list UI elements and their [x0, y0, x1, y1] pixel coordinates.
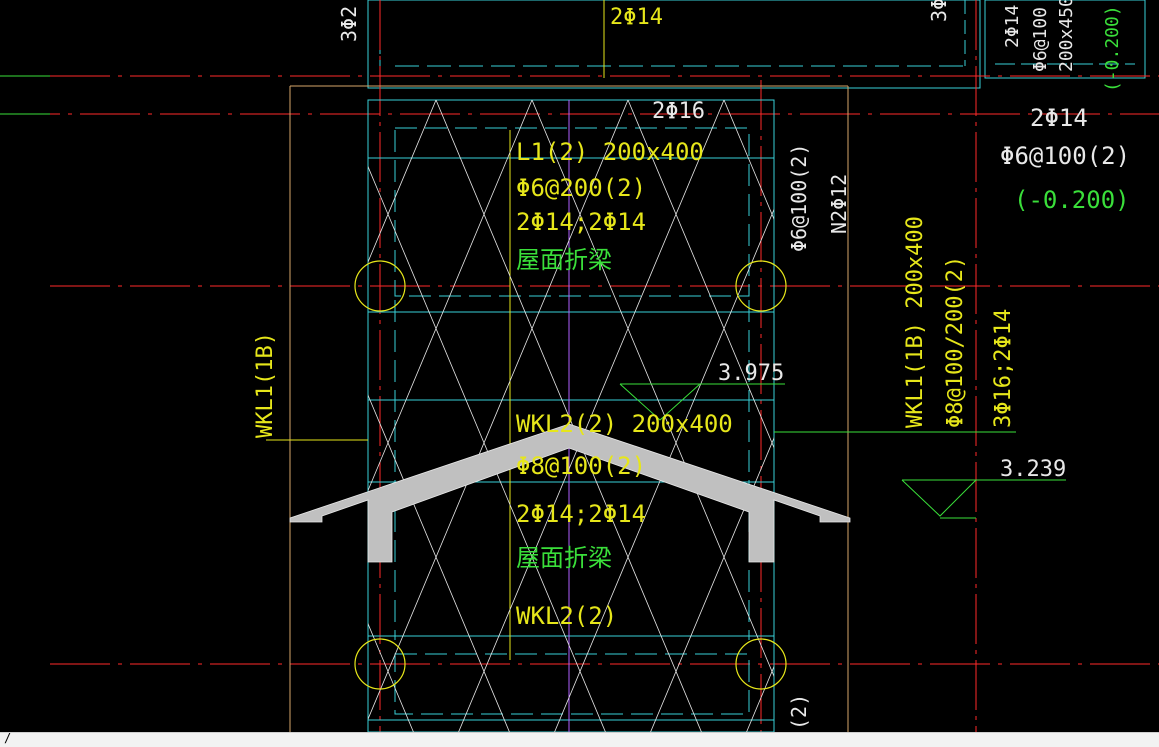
level-triangle-top	[619, 383, 702, 421]
column-circle-br	[735, 638, 787, 690]
label-level-right: 3.239	[1000, 457, 1066, 482]
label-top-right-vertical-3: Φ6@100	[1030, 7, 1051, 72]
lattice-line	[0, 100, 129, 740]
lattice-line	[368, 622, 414, 732]
top-beam-block	[367, 0, 1146, 89]
label-top-left-vertical: 3Φ2	[337, 6, 361, 42]
column-markers	[354, 260, 787, 690]
label-l1-type: 屋面折梁	[516, 246, 612, 274]
lattice-line	[650, 437, 774, 732]
lattice-line	[0, 100, 33, 740]
roof-fold-beam-shape	[289, 423, 851, 563]
diagonal-lattice	[0, 100, 1159, 740]
lattice-line	[1127, 100, 1159, 740]
label-l1-bars: 2Φ14;2Φ14	[516, 208, 646, 236]
label-wkl1-left: WKL1(1B)	[253, 332, 278, 438]
label-wkl2-bars: 2Φ14;2Φ14	[516, 500, 646, 528]
annotations: 3Φ2 2Φ14 3Φ 2Φ14 Φ6@100 200x450 (-0.200)…	[253, 0, 1130, 730]
roof-section	[289, 423, 851, 563]
label-top-right-vertical-2: 2Φ14	[1002, 5, 1023, 48]
label-top-right-green-vertical: (-0.200)	[1102, 5, 1123, 92]
top-beam-outline	[367, 0, 981, 89]
lattice-line	[723, 100, 774, 221]
lattice-line	[368, 100, 437, 263]
label-wkl2-stirrup: Φ8@100(2)	[516, 452, 646, 480]
label-l1-name: L1(2) 200x400	[516, 138, 704, 166]
lattice-line	[627, 100, 774, 449]
label-right-vertical-n: N2Φ12	[827, 174, 851, 234]
level-marker-top	[619, 383, 785, 421]
lattice-line	[435, 100, 702, 732]
label-wkl2-name: WKL2(2) 200x400	[516, 410, 733, 438]
column-circle-tr	[735, 260, 787, 312]
label-beam-top-bar: 2Φ16	[652, 99, 705, 124]
lattice-line	[368, 100, 533, 492]
lattice-line	[0, 100, 225, 740]
lattice-line	[52, 100, 321, 740]
top-right-beam-outline	[984, 0, 1146, 79]
label-top-right-vertical-1: 3Φ	[927, 0, 951, 22]
lattice-line	[71, 100, 340, 740]
column-circle-tl	[354, 260, 406, 312]
beam-dash-lower	[394, 653, 750, 715]
label-wkl1-right-bars: 3Φ16;2Φ14	[991, 309, 1016, 428]
label-right-top-bars: 2Φ14	[1030, 104, 1088, 132]
lattice-line	[531, 100, 774, 678]
label-bottom-right-vertical: (2)	[787, 694, 811, 730]
label-wkl1-right-stirrup: Φ8@100/200(2)	[943, 256, 968, 428]
label-right-top-stirrup: Φ6@100(2)	[1000, 142, 1130, 170]
lattice-line	[368, 100, 629, 721]
label-level-top: 3.975	[718, 361, 784, 386]
lattice-line	[554, 208, 774, 732]
lattice-line	[368, 165, 606, 732]
lattice-line	[458, 100, 725, 732]
label-right-vertical-stirrup: Φ6@100(2)	[787, 144, 811, 252]
command-prompt: /	[4, 731, 12, 745]
command-line-bar[interactable]: /	[0, 731, 1159, 747]
column-circle-bl	[354, 638, 406, 690]
label-top-mid: 2Φ14	[610, 5, 663, 30]
lattice-line	[746, 665, 774, 732]
lattice-line	[0, 100, 52, 740]
label-right-top-level: (-0.200)	[1014, 186, 1130, 214]
label-wkl2-bottom: WKL2(2)	[516, 602, 617, 630]
label-l1-stirrup: Φ6@200(2)	[516, 174, 646, 202]
red-axis-lines	[0, 0, 1159, 732]
label-top-right-vertical-4: 200x450	[1056, 0, 1077, 72]
lattice-line	[368, 394, 510, 732]
lattice-line	[0, 100, 244, 740]
level-triangle-right	[901, 479, 978, 517]
beam-dash-upper	[394, 127, 750, 297]
label-wkl2-type: 屋面折梁	[516, 544, 612, 572]
orange-frame	[289, 85, 849, 732]
level-marker-right	[901, 479, 1066, 519]
label-wkl1-right-name: WKL1(1B) 200x400	[903, 216, 928, 428]
lattice-line	[0, 100, 148, 740]
